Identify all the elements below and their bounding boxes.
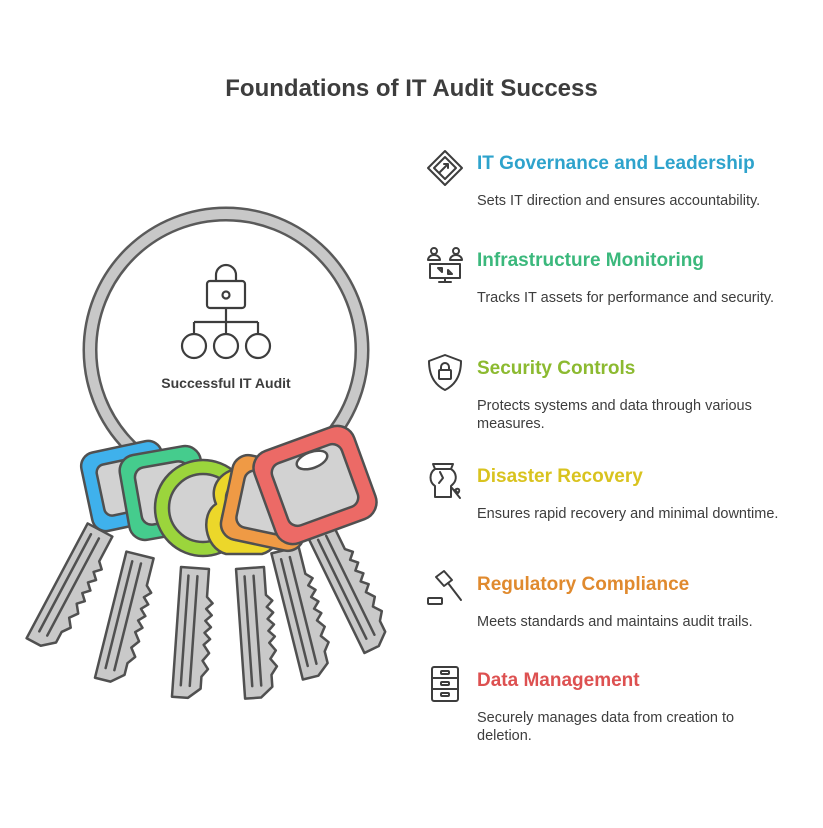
page-title: Foundations of IT Audit Success — [225, 75, 598, 102]
item-description: Sets IT direction and ensures accountabi… — [477, 193, 761, 209]
key-heads — [79, 424, 378, 558]
key-blade-4 — [234, 565, 281, 700]
item-description: Ensures rapid recovery and minimal downt… — [477, 506, 779, 522]
filing-cabinet-icon — [431, 666, 459, 702]
item-heading: IT Governance and Leadership — [477, 153, 755, 174]
diamond-route-icon — [427, 150, 463, 186]
item-heading: Data Management — [477, 670, 640, 691]
shield-lock-icon — [428, 354, 462, 391]
key-blade-1 — [25, 522, 119, 656]
item-description: Tracks IT assets for performance and sec… — [477, 290, 775, 306]
key-blade-2 — [93, 550, 161, 688]
item-description: Protects systems and data through variou… — [477, 398, 752, 432]
monitor-users-icon — [427, 247, 463, 283]
lock-hierarchy-icon — [180, 263, 272, 360]
item-heading: Security Controls — [477, 358, 636, 379]
key-head-6 — [252, 424, 378, 546]
item-heading: Infrastructure Monitoring — [477, 250, 704, 271]
gavel-icon — [427, 570, 462, 605]
key-blade-3 — [170, 565, 217, 701]
item-description: Securely manages data from creation to d… — [477, 710, 735, 744]
item-description: Meets standards and maintains audit trai… — [477, 614, 753, 630]
center-label: Successful IT Audit — [161, 375, 291, 391]
item-heading: Disaster Recovery — [477, 466, 643, 487]
broken-vase-icon — [429, 463, 461, 499]
item-heading: Regulatory Compliance — [477, 574, 690, 595]
